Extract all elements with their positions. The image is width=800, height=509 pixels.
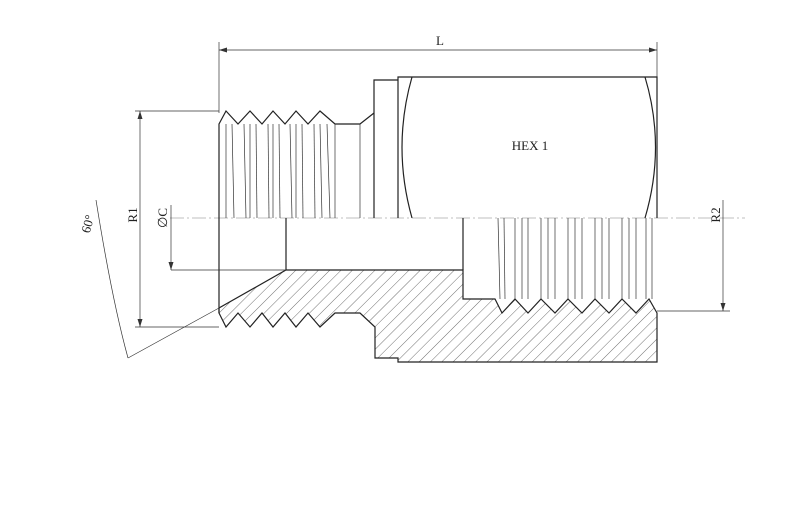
male-thread-upper (218, 109, 375, 219)
bore (218, 218, 464, 313)
angle-label: 60° (78, 213, 97, 234)
female-thread (497, 217, 653, 300)
r1-label: R1 (125, 207, 140, 222)
r1-dimension: R1 (125, 110, 219, 328)
length-label: L (436, 33, 444, 48)
bore-diameter-dimension: ∅C (155, 205, 286, 271)
collar (373, 79, 398, 218)
bore-label: ∅C (155, 208, 170, 228)
angle-dimension: 60° (78, 199, 220, 359)
r2-label: R2 (708, 207, 723, 222)
r2-dimension: R2 (657, 200, 730, 312)
length-dimension: L (218, 33, 658, 113)
hex-body: HEX 1 (397, 76, 658, 219)
hatched-section (218, 269, 658, 363)
hex-label: HEX 1 (512, 138, 548, 153)
